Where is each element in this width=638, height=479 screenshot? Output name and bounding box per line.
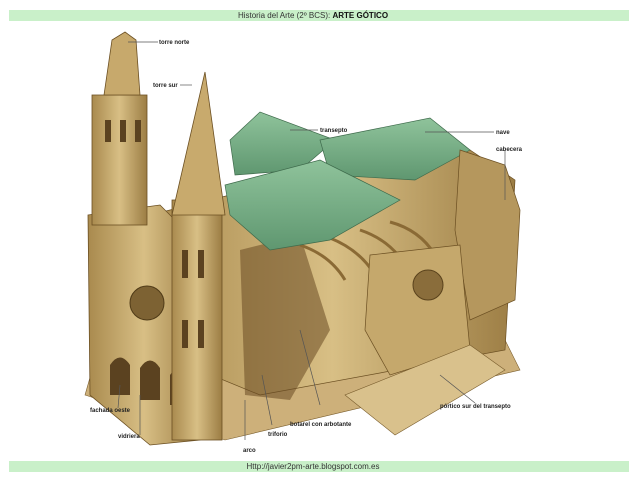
label-portico: pórtico sur del transepto — [440, 404, 511, 410]
label-arco: arco — [243, 448, 256, 454]
label-triforio: triforio — [268, 432, 288, 438]
header-topic: ARTE GÓTICO — [332, 11, 389, 20]
label-fachada-oeste: fachada oeste — [90, 408, 131, 414]
label-nave: nave — [496, 130, 510, 136]
tower-windows — [105, 120, 204, 348]
label-torre-sur: torre sur — [153, 83, 178, 89]
south-tower-spire — [171, 71, 226, 216]
crossing-roof — [224, 159, 401, 251]
label-cabecera: cabecera — [496, 147, 523, 153]
west-rose-window — [129, 285, 165, 321]
south-rose-window — [412, 269, 444, 301]
north-tower-spire — [103, 31, 141, 96]
south-tower — [171, 199, 223, 441]
header-bar: Historia del Arte (2º BCS): ARTE GÓTICO — [9, 10, 629, 21]
footer-bar: Http://javier2pm-arte.blogspot.com.es — [9, 461, 629, 472]
label-torre-norte: torre norte — [159, 40, 190, 46]
north-tower — [91, 94, 148, 226]
label-botarel: botarel con arbotante — [290, 422, 352, 428]
label-transepto: transepto — [320, 128, 348, 134]
transept-roof — [229, 111, 336, 176]
header-title: Historia del Arte (2º BCS): ARTE GÓTICO — [3, 10, 623, 21]
label-vidriera: vidriera — [118, 434, 140, 440]
leader-lines — [117, 41, 506, 440]
header-subject: Historia del Arte (2º BCS): — [237, 11, 331, 20]
footer-url[interactable]: Http://javier2pm-arte.blogspot.com.es — [246, 462, 380, 471]
south-porch-steps — [344, 344, 506, 436]
